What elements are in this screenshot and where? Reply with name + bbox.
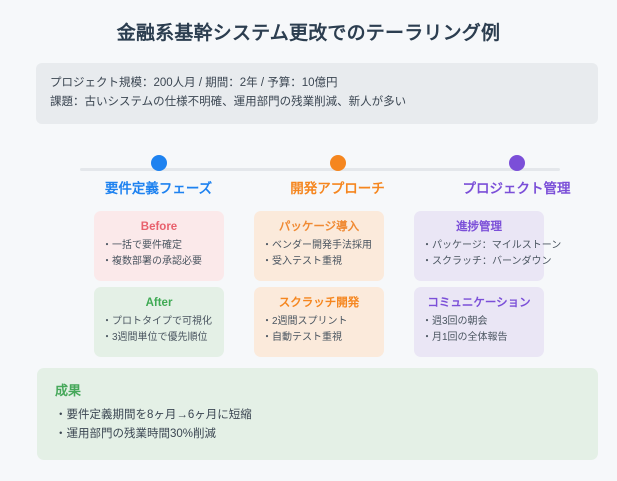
- card-item: ・一括で要件確定: [102, 240, 182, 251]
- phase-label-development: 開発アプローチ: [290, 181, 385, 196]
- card-item: ・受入テスト重視: [262, 256, 342, 267]
- phase-marker-management[interactable]: プロジェクト管理: [430, 155, 603, 197]
- card-progress-management[interactable]: 進捗管理 ・パッケージ：マイルストーン ・スクラッチ：バーンダウン: [414, 211, 562, 281]
- phase-label-management: プロジェクト管理: [462, 181, 571, 196]
- card-before[interactable]: Before ・一括で要件確定 ・複数部署の承認必要: [94, 211, 224, 281]
- card-item: ・週3回の朝会: [422, 316, 488, 327]
- overview-line-scale: プロジェクト規模：200人月 / 期間：2年 / 予算：10億円: [50, 77, 338, 89]
- results-box: 成果 ・要件定義期間を8ヶ月→6ヶ月に短縮 ・運用部門の残業時間30%削減: [37, 368, 598, 460]
- card-title: スクラッチ開発: [278, 297, 360, 309]
- overview-line-issues: 課題：古いシステムの仕様不明確、運用部門の残業削減、新人が多い: [50, 96, 407, 108]
- card-title: 進捗管理: [456, 221, 502, 233]
- phase-marker-requirements[interactable]: 要件定義フェーズ: [72, 155, 245, 197]
- results-item: ・運用部門の残業時間30%削減: [55, 428, 217, 440]
- phase-label-requirements: 要件定義フェーズ: [104, 181, 213, 196]
- phase-dot-icon: [508, 155, 525, 171]
- card-title: パッケージ導入: [278, 221, 360, 233]
- column-management: 進捗管理 ・パッケージ：マイルストーン ・スクラッチ：バーンダウン コミュニケー…: [414, 211, 562, 357]
- card-item: ・ベンダー開発手法採用: [262, 240, 372, 251]
- card-after[interactable]: After ・プロトタイプで可視化 ・3週間単位で優先順位: [94, 287, 224, 357]
- results-item: ・要件定義期間を8ヶ月→6ヶ月に短縮: [55, 409, 252, 421]
- card-scratch-development[interactable]: スクラッチ開発 ・2週間スプリント ・自動テスト重視: [254, 287, 384, 357]
- phase-dot-icon: [329, 155, 346, 171]
- phase-marker-development[interactable]: 開発アプローチ: [251, 155, 424, 197]
- column-requirements: Before ・一括で要件確定 ・複数部署の承認必要 After ・プロトタイプ…: [94, 211, 224, 357]
- card-item: ・パッケージ：マイルストーン: [422, 240, 562, 251]
- phase-marker-row: 要件定義フェーズ 開発アプローチ プロジェクト管理: [0, 155, 617, 197]
- card-title: After: [145, 297, 173, 309]
- card-title: Before: [140, 221, 178, 233]
- card-item: ・複数部署の承認必要: [102, 256, 202, 267]
- card-item: ・スクラッチ：バーンダウン: [422, 256, 552, 267]
- card-package-adoption[interactable]: パッケージ導入 ・ベンダー開発手法採用 ・受入テスト重視: [254, 211, 384, 281]
- page-title: 金融系基幹システム更改でのテーラリング例: [116, 23, 501, 44]
- column-development: パッケージ導入 ・ベンダー開発手法採用 ・受入テスト重視 スクラッチ開発 ・2週…: [254, 211, 384, 357]
- card-communication[interactable]: コミュニケーション ・週3回の朝会 ・月1回の全体報告: [414, 287, 544, 357]
- project-overview-box: プロジェクト規模：200人月 / 期間：2年 / 予算：10億円 課題：古いシス…: [36, 63, 598, 124]
- timeline-track: [80, 168, 560, 171]
- phase-columns: Before ・一括で要件確定 ・複数部署の承認必要 After ・プロトタイプ…: [94, 211, 562, 357]
- card-item: ・2週間スプリント: [262, 316, 348, 327]
- card-item: ・プロトタイプで可視化: [102, 316, 212, 327]
- results-title: 成果: [55, 383, 82, 398]
- phase-dot-icon: [150, 155, 167, 171]
- card-item: ・月1回の全体報告: [422, 332, 508, 343]
- card-title: コミュニケーション: [427, 297, 531, 309]
- card-item: ・3週間単位で優先順位: [102, 332, 208, 343]
- card-item: ・自動テスト重視: [262, 332, 342, 343]
